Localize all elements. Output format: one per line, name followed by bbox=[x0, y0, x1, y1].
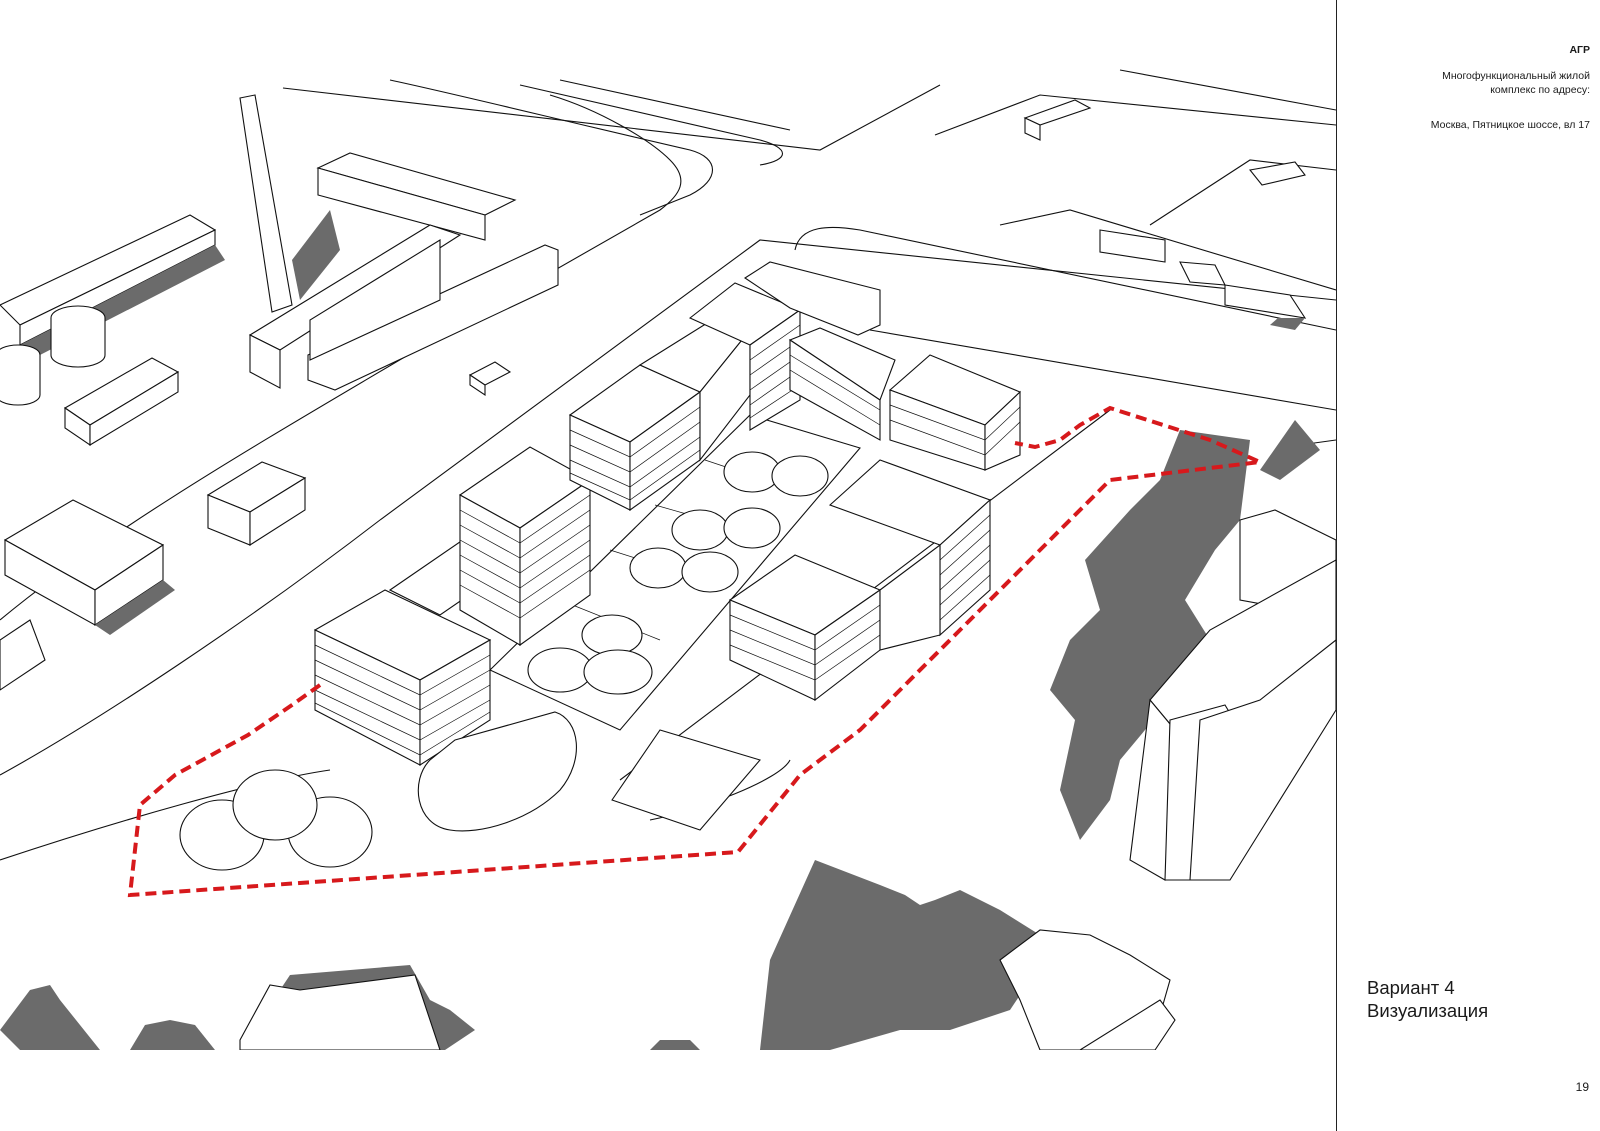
building-c bbox=[568, 314, 751, 512]
project-address: Москва, Пятницкое шоссе, вл 17 bbox=[1430, 119, 1590, 131]
sidebar: АГР Многофункциональный жилой комплекс п… bbox=[1340, 0, 1590, 1131]
existing-buildings-east bbox=[1129, 509, 1336, 881]
rounded-pavilion bbox=[417, 711, 577, 832]
plaza-trees bbox=[179, 769, 373, 871]
existing-buildings-northeast bbox=[1023, 99, 1307, 330]
sidebar-divider bbox=[1336, 0, 1337, 1131]
building-e bbox=[788, 327, 1021, 471]
courtyard-trees bbox=[527, 451, 829, 695]
organization-name: АГР bbox=[1569, 44, 1590, 56]
project-description-line-2: комплекс по адресу: bbox=[1490, 84, 1590, 96]
residential-complex bbox=[179, 261, 1021, 871]
site-massing-drawing bbox=[0, 69, 1336, 1050]
existing-buildings-south bbox=[239, 929, 1176, 1050]
building-g bbox=[728, 543, 941, 702]
existing-buildings-northwest bbox=[0, 94, 559, 691]
variant-subtitle: Визуализация bbox=[1367, 1000, 1489, 1021]
road-network bbox=[0, 69, 1336, 861]
variant-block: Вариант 4 Визуализация bbox=[1367, 976, 1488, 1022]
project-description: Многофункциональный жилой комплекс по ад… bbox=[1350, 69, 1590, 97]
building-d bbox=[688, 261, 881, 431]
building-b bbox=[388, 446, 592, 647]
site-boundary bbox=[127, 405, 1268, 898]
building-f bbox=[828, 459, 992, 637]
building-a bbox=[313, 589, 492, 767]
page-number: 19 bbox=[1575, 1080, 1589, 1094]
project-description-line-1: Многофункциональный жилой bbox=[1442, 70, 1590, 82]
variant-title: Вариант 4 bbox=[1367, 977, 1455, 998]
